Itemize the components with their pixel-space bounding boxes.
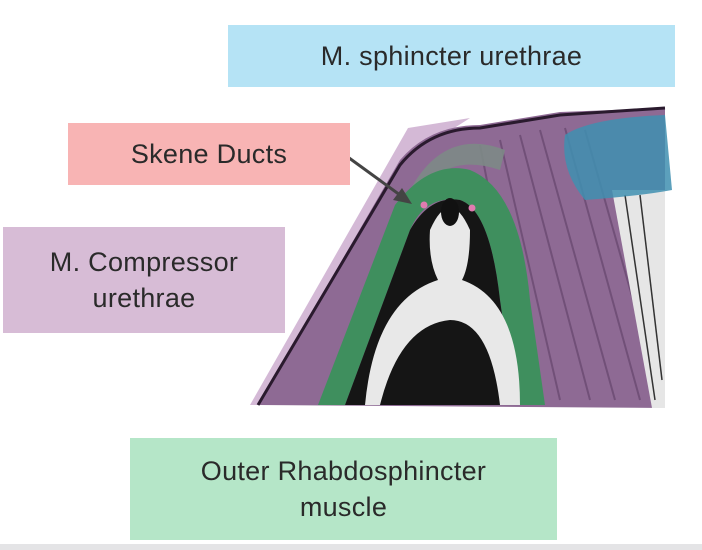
skene-pointer-arrow (344, 153, 412, 204)
label-sphincter-urethrae: M. sphincter urethrae (228, 25, 675, 87)
label-text: muscle (299, 492, 388, 522)
label-outer-rhabdosphincter: Outer Rhabdosphincter muscle (130, 438, 557, 540)
label-text: Skene Ducts (130, 138, 288, 169)
label-text: Outer Rhabdosphincter (200, 455, 487, 486)
label-skene-ducts: Skene Ducts (68, 123, 350, 185)
label-text: urethrae (92, 283, 196, 313)
rhabdosphincter-region (318, 168, 545, 405)
skene-duct-left (420, 201, 428, 209)
label-text: M. sphincter urethrae (320, 40, 583, 71)
skene-duct-right (468, 204, 476, 212)
bottom-scroll-bar (0, 544, 702, 550)
sphincter-urethrae-region (564, 115, 672, 200)
label-compressor-urethrae: M. Compressor urethrae (3, 227, 285, 333)
label-text: M. Compressor (49, 246, 239, 277)
